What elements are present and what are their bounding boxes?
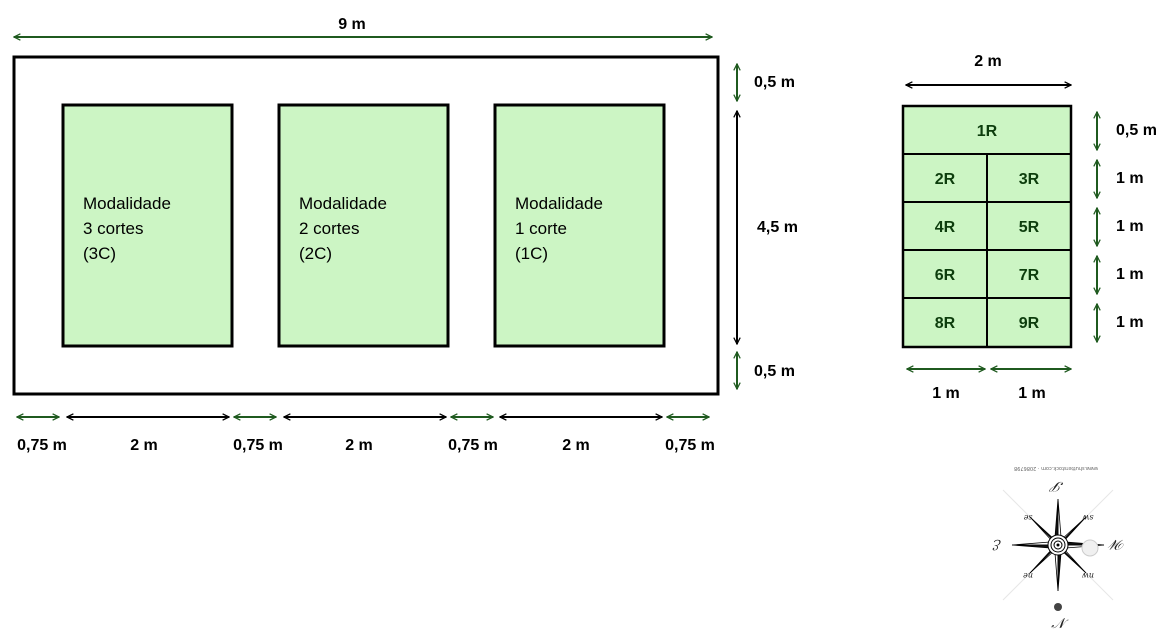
bottom-dim-label-3: 0,75 m	[233, 437, 283, 454]
plot-2c	[277, 103, 450, 348]
compass-sw: sw	[1082, 513, 1093, 522]
plot-height-label: 4,5 m	[757, 219, 798, 236]
plot-2c-line-1: Modalidade	[299, 194, 387, 213]
detail-row-label-2: 1 m	[1116, 170, 1144, 187]
plot-1c-line-1: Modalidade	[515, 194, 603, 213]
field-layout: 9 m Modalidade 3 cortes (3C) Modalidade …	[12, 16, 798, 454]
compass-footer: www.shutterstock.com · 2086798	[1014, 465, 1098, 471]
cell-8r: 8R	[935, 315, 956, 332]
cell-3r: 3R	[1019, 171, 1040, 188]
plot-2c-line-2: 2 cortes	[299, 219, 359, 238]
compass-rose-icon: www.shutterstock.com · 2086798	[992, 465, 1125, 630]
cell-1r: 1R	[977, 123, 998, 140]
plot-1c	[493, 103, 666, 348]
compass-w: 𝒲	[1107, 536, 1125, 552]
detail-col-label-2: 1 m	[1018, 385, 1046, 402]
cell-6r: 6R	[935, 267, 956, 284]
bottom-dim-label-7: 0,75 m	[665, 437, 715, 454]
detail-row-label-4: 1 m	[1116, 266, 1144, 283]
plot-detail: 2 m 1R 2R 3R 4R 5R 6R 7R 8R 9R 0,5 m 1 m…	[901, 53, 1157, 402]
compass-ne: ne	[1023, 571, 1033, 580]
bottom-border-label: 0,5 m	[754, 363, 795, 380]
bottom-dim-label-5: 0,75 m	[448, 437, 498, 454]
detail-row-label-1: 0,5 m	[1116, 122, 1157, 139]
plot-3c-line-1: Modalidade	[83, 194, 171, 213]
plot-1c-line-3: (1C)	[515, 244, 548, 263]
bottom-dim-label-1: 0,75 m	[17, 437, 67, 454]
plot-3c	[61, 103, 234, 348]
cell-5r: 5R	[1019, 219, 1040, 236]
cell-7r: 7R	[1019, 267, 1040, 284]
plot-2c-line-3: (2C)	[299, 244, 332, 263]
plot-1c-line-2: 1 corte	[515, 219, 567, 238]
plot-3c-line-2: 3 cortes	[83, 219, 143, 238]
detail-width-label: 2 m	[974, 53, 1002, 70]
compass-nw: nw	[1082, 571, 1094, 580]
detail-row-label-5: 1 m	[1116, 314, 1144, 331]
detail-col-label-1: 1 m	[932, 385, 960, 402]
plot-3c-line-3: (3C)	[83, 244, 116, 263]
detail-row-label-3: 1 m	[1116, 218, 1144, 235]
bottom-dim-label-6: 2 m	[562, 437, 590, 454]
cell-4r: 4R	[935, 219, 956, 236]
bottom-dim-label-4: 2 m	[345, 437, 373, 454]
total-width-label: 9 m	[338, 16, 366, 33]
compass-n: 𝒩	[1051, 616, 1069, 630]
bottom-dim-label-2: 2 m	[130, 437, 158, 454]
compass-e: ℰ	[992, 536, 1002, 552]
compass-se: se	[1023, 513, 1032, 522]
cell-9r: 9R	[1019, 315, 1040, 332]
top-border-label: 0,5 m	[754, 74, 795, 91]
cell-2r: 2R	[935, 171, 956, 188]
compass-s: 𝒮	[1048, 478, 1063, 494]
